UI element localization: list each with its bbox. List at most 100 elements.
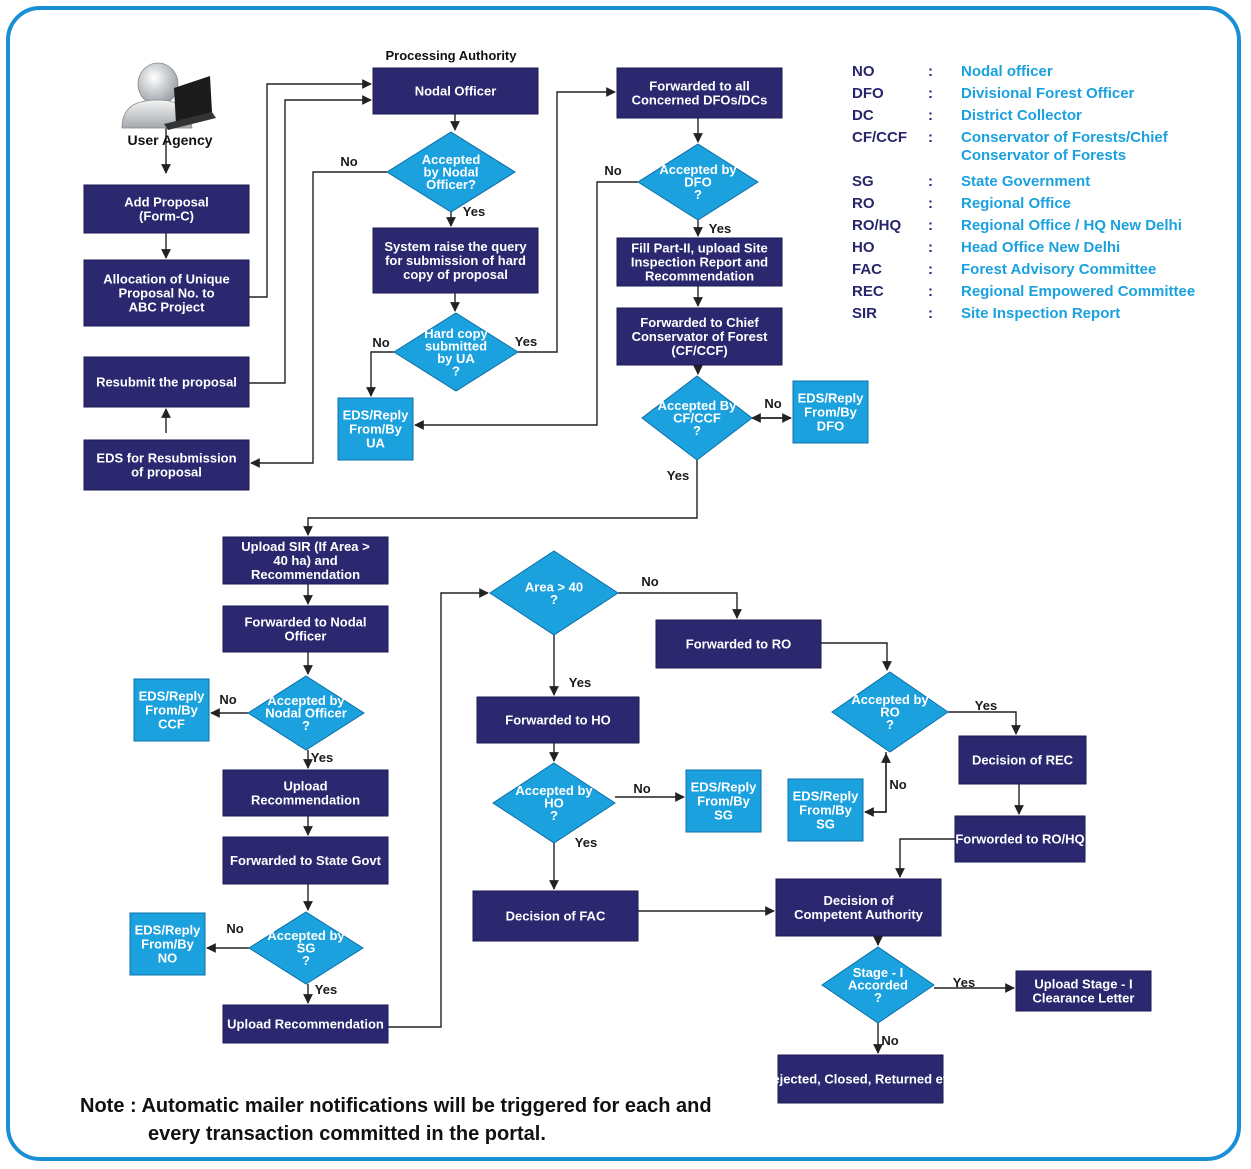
legend-row: DFO:Divisional Forest Officer	[852, 85, 1135, 102]
no-label: No	[226, 921, 243, 936]
connector-arrow	[388, 588, 489, 1028]
legend-abbr: SG	[852, 173, 874, 190]
node-label: Decision of REC	[972, 753, 1074, 768]
yes-label: Yes	[709, 221, 731, 236]
user-laptop-icon	[121, 62, 216, 130]
node-add: Add Proposal(Form-C)	[83, 184, 250, 234]
legend-meaning: State Government	[961, 173, 1090, 190]
node-label: Resubmit the proposal	[96, 375, 237, 390]
yes-label: Yes	[315, 982, 337, 997]
no-label: No	[764, 396, 781, 411]
yes-label: Yes	[575, 835, 597, 850]
legend-meaning: Forest Advisory Committee	[961, 261, 1156, 278]
legend-separator: :	[928, 129, 933, 146]
legend-abbr: RO/HQ	[852, 217, 902, 234]
node-d-area: Area > 40?	[489, 550, 619, 636]
no-label: No	[372, 335, 389, 350]
no-label: No	[889, 777, 906, 792]
note-line-2: every transaction committed in the porta…	[148, 1123, 546, 1145]
connector-arrow	[250, 171, 387, 468]
legend-separator: :	[928, 217, 933, 234]
no-label: No	[340, 154, 357, 169]
legend-separator: :	[928, 239, 933, 256]
node-label: Forwarded to State Govt	[230, 853, 382, 868]
connector-arrow	[518, 87, 616, 353]
connector-arrow	[414, 181, 638, 430]
no-label: No	[881, 1033, 898, 1048]
connector-arrow	[895, 838, 955, 878]
node-label: Forwarded to HO	[505, 713, 610, 728]
yes-label: Yes	[569, 675, 591, 690]
no-label: No	[633, 781, 650, 796]
node-fac: Decision of FAC	[472, 890, 639, 942]
node-fwd-sg: Forwarded to State Govt	[222, 836, 389, 885]
legend-meaning: Regional Office / HQ New Delhi	[961, 217, 1182, 234]
legend-meaning: Site Inspection Report	[961, 305, 1120, 322]
legend-abbr: NO	[852, 63, 875, 80]
legend-abbr: SIR	[852, 305, 877, 322]
legend-row: SIR: Site Inspection Report	[852, 305, 1120, 322]
legend-separator: :	[928, 195, 933, 212]
legend-meaning: Nodal officer	[961, 63, 1053, 80]
connector-arrow	[618, 592, 742, 619]
node-label: Forwarded to RO	[686, 637, 791, 652]
connector-arrow	[249, 79, 372, 298]
node-label: Upload Recommendation	[227, 1017, 384, 1032]
legend-separator: :	[928, 85, 933, 102]
yes-label: Yes	[311, 750, 333, 765]
node-label: Decision of FAC	[506, 909, 606, 924]
node-resubmit: Resubmit the proposal	[83, 356, 250, 408]
node-label: Nodal Officer	[415, 84, 497, 99]
legend-row: SG:State Government	[852, 173, 1090, 190]
node-label: Add Proposal(Form-C)	[124, 195, 209, 224]
legend-row: RO:Regional Office	[852, 195, 1071, 212]
legend-abbr: HO	[852, 239, 875, 256]
no-label: No	[604, 163, 621, 178]
legend-abbr: RO	[852, 195, 875, 212]
legend-separator: :	[928, 305, 933, 322]
legend-meaning: Regional Empowered Committee	[961, 283, 1195, 300]
node-nodal: Nodal Officer	[372, 67, 539, 115]
legend-row: RO/HQ: Regional Office / HQ New Delhi	[852, 217, 1182, 234]
legend-abbr: FAC	[852, 261, 882, 278]
node-rec: Decision of REC	[958, 735, 1087, 785]
legend-row: FAC:Forest Advisory Committee	[852, 261, 1156, 278]
node-fwd-ro: Forwarded to RO	[655, 619, 822, 669]
node-rohq: Forworded to RO/HQ	[954, 815, 1086, 863]
connector-arrow	[821, 642, 892, 671]
